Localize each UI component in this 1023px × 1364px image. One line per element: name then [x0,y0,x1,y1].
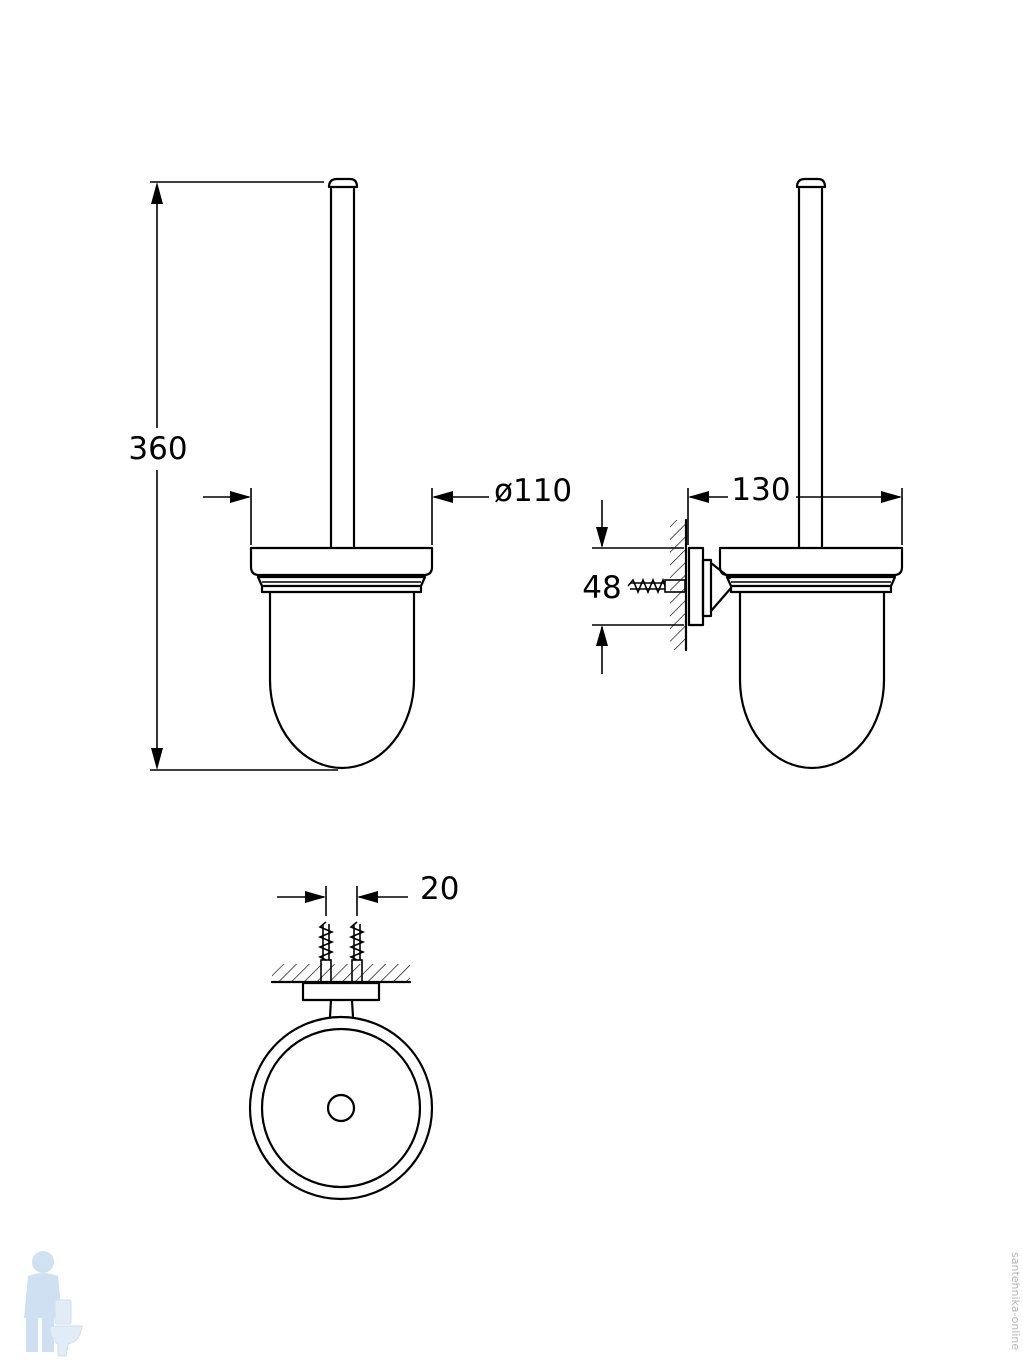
watermark-side-text: santehnika-online [1009,1252,1022,1350]
depth-dimension: 130 [687,472,903,545]
mount-height-label: 48 [582,570,621,606]
height-dimension: 360 [128,181,338,771]
wall-bracket [687,546,733,627]
plumber-with-toilet-icon [24,1251,83,1357]
front-view [249,177,434,770]
mount-height-dimension: 48 [582,500,684,674]
glass-bowl-side [738,590,886,770]
side-view [627,177,904,770]
top-view [248,921,434,1201]
screw-side [627,577,686,595]
brush-handle-side [795,177,827,549]
height-label: 360 [128,431,187,467]
wall-section-top [270,964,412,984]
diameter-dimension: ø110 [203,473,572,545]
screw-spacing-dimension: 20 [277,871,459,916]
ring-holder-top [248,1015,434,1201]
brush-handle [327,177,359,549]
holder-lid [249,546,434,594]
wall-plate-top [301,981,381,1019]
screw-spacing-label: 20 [420,871,459,907]
depth-label: 130 [731,472,790,508]
wall-section-side [670,518,688,652]
diameter-label: ø110 [494,473,572,509]
holder-lid-side [718,546,904,594]
glass-bowl [268,590,416,770]
